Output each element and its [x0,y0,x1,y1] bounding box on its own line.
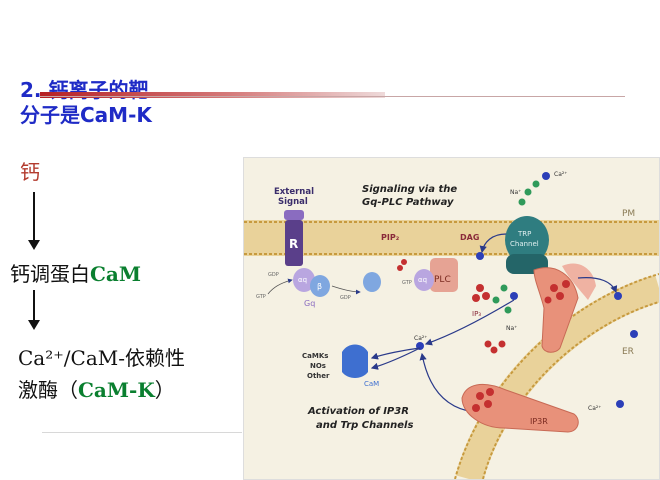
gdp-label-2: GDP [340,295,351,301]
slide-title-line2-highlight: CaM-K [80,103,152,127]
receptor-label: R [289,237,298,251]
activation-caption-line2: and Trp Channels [316,420,413,431]
pathway-diagram: PM ER Signaling via the Gq-PLC Pathway E… [244,171,659,479]
slide-title-line1: 2. 钙离子的靶 [20,78,149,102]
external-signal-line2: Signal [278,197,308,207]
flow-step-camk-suffix: ） [154,378,175,402]
gtp-label-1: GTP [256,294,266,300]
ca-ions [416,252,638,408]
gq-beta-label: β [317,282,322,291]
pip2-label: PIP₂ [381,233,400,242]
na-ions [492,284,512,314]
gdp-label-1: GDP [268,272,279,278]
title-divider-line [40,96,625,97]
gtp-label-2: GTP [402,280,412,286]
cam-label: CaM [364,380,379,388]
external-signal-line1: External [274,187,314,197]
ip3r-channel-lower: IP3R [461,383,579,433]
free-beta-subunit [363,272,381,292]
ip3r-channel-upper [533,267,579,353]
title-divider [20,92,625,98]
flow-step-camk-highlight: CaM-K [78,378,155,402]
flow-step-calmodulin-highlight: CaM [90,262,142,286]
gq-plc-pathway-figure: PM ER Signaling via the Gq-PLC Pathway E… [243,157,660,480]
na-label-lower: Na⁺ [506,325,517,332]
figure-title-line2: Gq-PLC Pathway [362,197,454,208]
ip3-molecules [397,259,490,302]
flow-step-calmodulin-prefix: 钙调蛋白 [10,262,90,286]
figure-title-line1: Signaling via the [362,184,457,195]
gq-alpha-label: αq [298,276,307,284]
flow-step-calcium: 钙 [20,160,40,184]
flow-step-camk-line1: Ca²⁺/CaM-依赖性 [18,346,186,370]
er-label: ER [622,347,634,357]
dag-label: DAG [460,233,479,242]
plasma-membrane [244,220,659,256]
pm-label: PM [622,209,635,219]
ip3-scatter [484,340,506,354]
ca-ion-chain [518,172,550,206]
gq-label: Gq [304,299,315,308]
slide-title-line2-prefix: 分子是 [20,103,80,127]
calmodulin: CaM [342,344,379,388]
ca-label-mid: Ca²⁺ [414,335,427,342]
plc-label: PLC [434,275,451,285]
trp-label-line2: Channel [510,240,539,248]
flow-arrow-1 [28,192,40,250]
footer-divider [42,432,242,433]
ip3r-label: IP3R [530,417,548,426]
camks-label-line2: NOs [310,362,326,370]
title-divider-gradient-bar [40,92,385,98]
camks-label-line1: CaMKs [302,352,328,360]
trp-label-line1: TRP [517,230,531,238]
ip3r-channel-right [562,263,596,300]
plc-alpha-label: αq [418,276,427,284]
flow-arrow-2 [28,290,40,330]
ca-label-bottom: Ca²⁺ [588,405,601,412]
receptor: R [284,210,304,266]
ip3-label: IP₃ [472,310,481,318]
gq-protein: αq β Gq [293,268,330,308]
plc-enzyme: αq PLC [414,258,458,292]
na-label-upper: Na⁺ [510,189,521,196]
trp-channel: TRP Channel [505,216,549,274]
flow-step-calmodulin: 钙调蛋白CaM [10,258,141,287]
slide-title-line2: 分子是CaM-K [20,103,240,128]
activation-caption-line1: Activation of IP3R [307,406,409,417]
slide-title: 2. 钙离子的靶 分子是CaM-K [20,78,240,128]
er-membrane [454,273,659,479]
flow-step-camk-prefix: 激酶（ [18,378,78,402]
camks-label-line3: Other [307,372,330,380]
ca-label-top: Ca²⁺ [554,171,567,178]
flow-step-camk-line2: 激酶（CaM-K） [18,374,175,403]
